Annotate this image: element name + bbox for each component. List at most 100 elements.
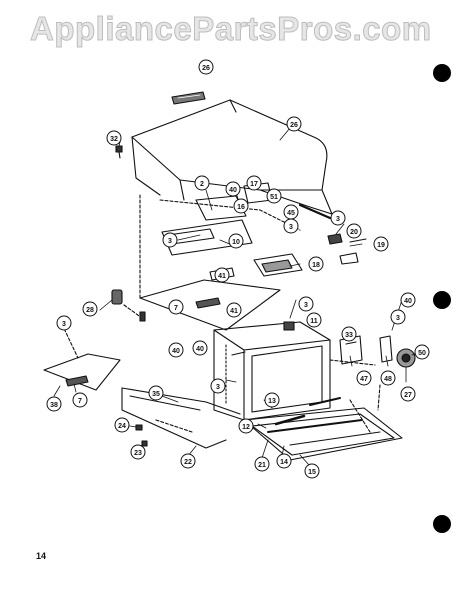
callout-33: 33 <box>341 326 357 342</box>
callout-10: 10 <box>228 233 244 249</box>
page-number: 14 <box>36 551 47 561</box>
callout-24: 24 <box>114 417 130 433</box>
callout-40-mid: 40 <box>192 340 208 356</box>
callout-18: 18 <box>308 256 324 272</box>
watermark-text: AppliancePartsPros.com <box>30 10 432 48</box>
callout-28: 28 <box>82 301 98 317</box>
callout-3-upper-a: 3 <box>283 218 299 234</box>
side-panel <box>43 319 121 391</box>
svg-text:19: 19 <box>377 242 385 249</box>
callout-11: 11 <box>306 312 322 328</box>
bottom-hardware <box>135 424 148 447</box>
svg-text:3: 3 <box>216 384 220 391</box>
svg-text:3: 3 <box>168 238 172 245</box>
callout-38: 38 <box>46 396 62 412</box>
svg-text:51: 51 <box>270 194 278 201</box>
outer-cabinet-cover <box>131 99 333 220</box>
svg-text:7: 7 <box>174 305 178 312</box>
callout-19: 19 <box>373 236 389 252</box>
svg-text:3: 3 <box>289 224 293 231</box>
callout-16: 16 <box>233 198 249 214</box>
svg-text:14: 14 <box>280 459 288 466</box>
svg-text:2: 2 <box>200 181 204 188</box>
callout-41-upper: 41 <box>214 267 230 283</box>
callout-32: 32 <box>106 130 122 146</box>
callout-14: 14 <box>276 453 292 469</box>
svg-text:41: 41 <box>218 273 226 280</box>
motor-assembly <box>329 335 416 411</box>
leader-lines <box>53 127 419 467</box>
svg-text:35: 35 <box>152 391 160 398</box>
svg-text:26: 26 <box>290 122 298 129</box>
svg-text:33: 33 <box>345 332 353 339</box>
callout-40-left: 40 <box>168 342 184 358</box>
svg-text:23: 23 <box>134 450 142 457</box>
callout-bubbles: 26 26 32 2 40 17 51 16 45 3 3 3 10 20 19… <box>46 59 430 479</box>
callout-27: 27 <box>400 386 416 402</box>
callout-22: 22 <box>180 453 196 469</box>
door-tray <box>243 397 403 461</box>
callout-12: 12 <box>238 418 254 434</box>
oven-cavity <box>213 321 331 421</box>
callout-7-plate: 7 <box>168 299 184 315</box>
callout-15: 15 <box>304 463 320 479</box>
svg-text:13: 13 <box>268 398 276 405</box>
svg-text:40: 40 <box>229 187 237 194</box>
svg-text:47: 47 <box>360 376 368 383</box>
callout-23: 23 <box>130 444 146 460</box>
svg-text:15: 15 <box>308 469 316 476</box>
callout-2: 2 <box>194 175 210 191</box>
callout-3-upper-b: 3 <box>330 210 346 226</box>
svg-text:28: 28 <box>86 307 94 314</box>
callout-50: 50 <box>414 344 430 360</box>
punch-hole-middle <box>433 291 451 309</box>
callout-26-handle: 26 <box>198 59 214 75</box>
chassis-frame <box>161 182 273 256</box>
callout-3-mid: 3 <box>298 296 314 312</box>
callout-20: 20 <box>346 223 362 239</box>
callout-17: 17 <box>246 175 262 191</box>
mounting-plate <box>139 267 281 331</box>
punch-hole-bottom <box>433 515 451 533</box>
svg-text:10: 10 <box>232 239 240 246</box>
callout-35: 35 <box>148 385 164 401</box>
cylinder-part <box>111 289 146 322</box>
svg-text:38: 38 <box>50 402 58 409</box>
svg-text:3: 3 <box>336 216 340 223</box>
control-board <box>253 233 367 277</box>
svg-text:3: 3 <box>396 315 400 322</box>
callout-3-far-left: 3 <box>56 315 72 331</box>
svg-text:40: 40 <box>172 348 180 355</box>
callout-21: 21 <box>254 456 270 472</box>
svg-text:7: 7 <box>78 398 82 405</box>
svg-text:20: 20 <box>350 229 358 236</box>
svg-text:45: 45 <box>287 210 295 217</box>
svg-text:21: 21 <box>258 462 266 469</box>
svg-text:11: 11 <box>310 318 318 325</box>
callout-26-cover: 26 <box>286 116 302 132</box>
svg-text:3: 3 <box>62 321 66 328</box>
svg-text:26: 26 <box>202 65 210 72</box>
svg-text:22: 22 <box>184 459 192 466</box>
callout-3-cavity: 3 <box>210 378 226 394</box>
svg-text:32: 32 <box>110 136 118 143</box>
svg-text:40: 40 <box>404 298 412 305</box>
callout-45: 45 <box>283 204 299 220</box>
punch-hole-top <box>433 64 451 82</box>
svg-text:18: 18 <box>312 262 320 269</box>
callout-3-left: 3 <box>162 232 178 248</box>
svg-text:12: 12 <box>242 424 250 431</box>
svg-text:41: 41 <box>230 308 238 315</box>
callout-41-lower: 41 <box>226 302 242 318</box>
callout-3-right: 3 <box>390 309 406 325</box>
svg-text:48: 48 <box>384 376 392 383</box>
callout-7-panel: 7 <box>72 392 88 408</box>
svg-text:27: 27 <box>404 392 412 399</box>
base-pan <box>121 387 241 449</box>
svg-text:50: 50 <box>418 350 426 357</box>
callout-40-right: 40 <box>400 292 416 308</box>
screw-part <box>115 145 123 159</box>
callout-51: 51 <box>266 188 282 204</box>
